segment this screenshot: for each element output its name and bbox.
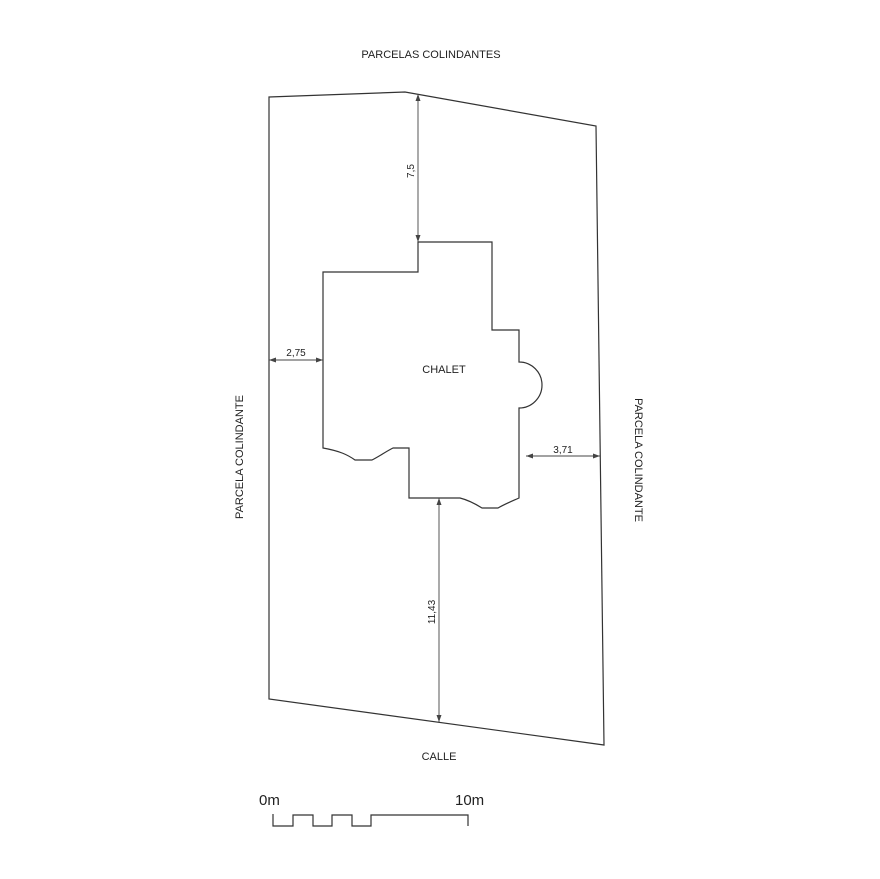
- dimension-east-label: 3,71: [553, 445, 573, 456]
- scale-bar: 0m 10m: [259, 792, 484, 827]
- scale-bar-line: [272, 814, 469, 827]
- scale-end-label: 10m: [455, 792, 484, 809]
- dimension-north: 7,5: [406, 94, 421, 242]
- label-street: CALLE: [422, 751, 457, 763]
- dimension-east: 3,71: [526, 445, 600, 459]
- label-building: CHALET: [422, 364, 466, 376]
- chalet-footprint: [322, 241, 543, 509]
- dimension-south: 11,43: [427, 498, 442, 722]
- dimension-south-label: 11,43: [427, 599, 438, 624]
- dimension-west: 2,75: [269, 348, 323, 363]
- plot-boundary: [268, 91, 605, 746]
- label-right-neighbor: PARCELA COLINDANTE: [632, 398, 644, 522]
- dimension-west-label: 2,75: [286, 348, 306, 359]
- label-top-neighbors: PARCELAS COLINDANTES: [361, 49, 500, 61]
- scale-start-label: 0m: [259, 792, 280, 809]
- dimension-north-label: 7,5: [406, 164, 417, 178]
- label-left-neighbor: PARCELA COLINDANTE: [234, 395, 246, 519]
